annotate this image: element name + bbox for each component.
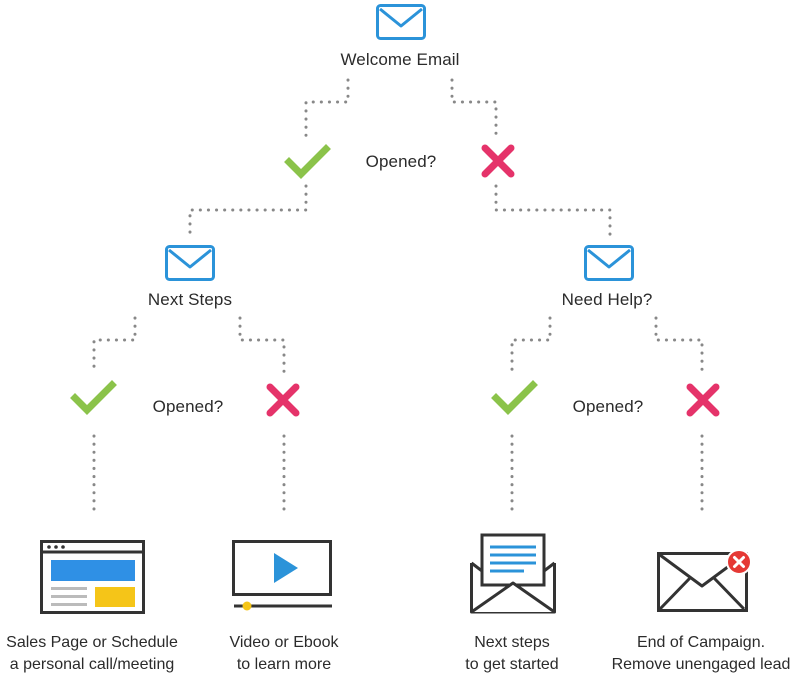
outcome-caption-line: Sales Page or Schedule <box>6 634 178 651</box>
outcome-caption-line: to learn more <box>236 656 332 673</box>
outcome-caption-line: to get started <box>465 656 559 673</box>
node-label-welcome-email: Welcome Email <box>340 50 460 69</box>
check-icon <box>284 144 331 179</box>
node-label-need-help: Need Help? <box>561 290 653 309</box>
check-icon <box>70 380 117 415</box>
email-icon <box>165 245 215 281</box>
outcome-caption-sales-page: Sales Page or Schedule a personal call/m… <box>6 632 178 676</box>
connectors <box>92 78 704 514</box>
connector-nextsteps-yes <box>92 316 137 374</box>
video-player-icon <box>232 540 332 611</box>
outcome-caption-line: End of Campaign. <box>636 634 766 651</box>
browser-page-icon <box>40 540 145 614</box>
node-label-opened: Opened? <box>365 152 437 171</box>
outcome-caption-line: Next steps <box>474 634 550 651</box>
outcome-caption-end-campaign: End of Campaign. Remove unengaged lead <box>612 632 791 676</box>
cross-icon <box>686 383 720 417</box>
connector-no-needhelp <box>494 184 612 238</box>
cross-icon <box>481 144 515 178</box>
node-label-next-steps: Next Steps <box>147 290 233 309</box>
outcome-caption-next-steps: Next steps to get started <box>465 632 558 676</box>
open-envelope-letter-icon <box>470 533 556 614</box>
cross-icon <box>266 383 300 417</box>
connector-nextsteps-no <box>238 316 286 374</box>
outcome-caption-video: Video or Ebook to learn more <box>229 632 338 676</box>
connector-needhelp-yes <box>510 316 552 374</box>
check-icon <box>491 380 538 415</box>
connector-yes-nextsteps <box>188 184 308 238</box>
node-label-opened: Opened? <box>572 397 644 416</box>
outcome-caption-line: Video or Ebook <box>229 634 339 651</box>
email-icon <box>584 245 634 281</box>
outcome-caption-line: a personal call/meeting <box>9 656 175 673</box>
connector-needhelp-no <box>654 316 704 374</box>
outcome-caption-line: Remove unengaged lead <box>611 656 791 673</box>
envelope-error-icon <box>657 549 752 612</box>
connector-welcome-yes <box>304 78 350 140</box>
connector-welcome-no <box>450 78 498 140</box>
node-label-opened: Opened? <box>152 397 224 416</box>
email-icon <box>376 4 426 40</box>
